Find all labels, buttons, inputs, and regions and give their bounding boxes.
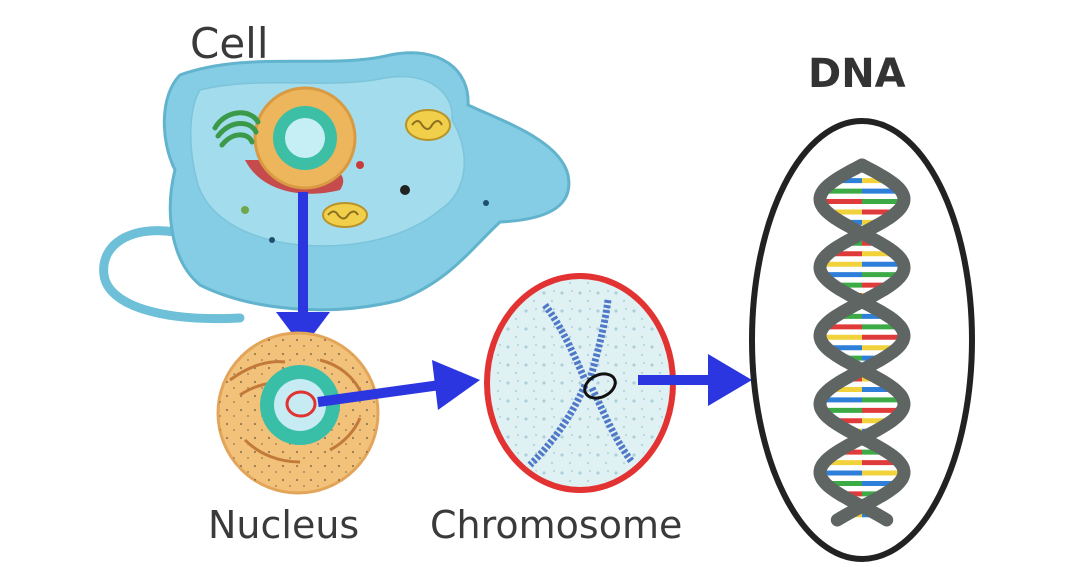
arrow-nucleus-to-chromosome — [317, 360, 480, 410]
cell-vesicle — [400, 185, 410, 195]
dna-double-helix — [813, 158, 911, 527]
nucleus-highlight-ring — [285, 390, 317, 418]
cell-nucleolus — [285, 118, 325, 158]
cell-golgi — [212, 110, 261, 148]
nucleus-illustration — [216, 331, 380, 495]
dna-ring — [749, 118, 975, 562]
chromosome-highlight-ring — [583, 372, 617, 400]
cell-mitochondrion-1 — [405, 109, 451, 141]
arrow-cell-to-nucleus — [276, 192, 330, 348]
arrow-chromosome-to-dna — [638, 354, 752, 406]
cell-mitochondrion-2 — [322, 202, 368, 228]
cell-illustration — [99, 51, 571, 324]
dna-backbone-strand-a — [813, 158, 911, 527]
label-chromosome: Chromosome — [430, 503, 682, 547]
chromatid-left-upper — [542, 302, 589, 382]
cell-flagellum — [99, 226, 245, 324]
label-dna: DNA — [808, 51, 906, 97]
dna-backbone-strand-b — [813, 158, 911, 527]
label-cell: Cell — [190, 19, 269, 68]
chromatid-right-upper — [586, 299, 612, 381]
chromatid-left-lower — [527, 383, 589, 468]
chromatid-right-lower — [588, 386, 635, 465]
label-nucleus: Nucleus — [208, 503, 359, 547]
chromosome-illustration — [484, 273, 676, 493]
